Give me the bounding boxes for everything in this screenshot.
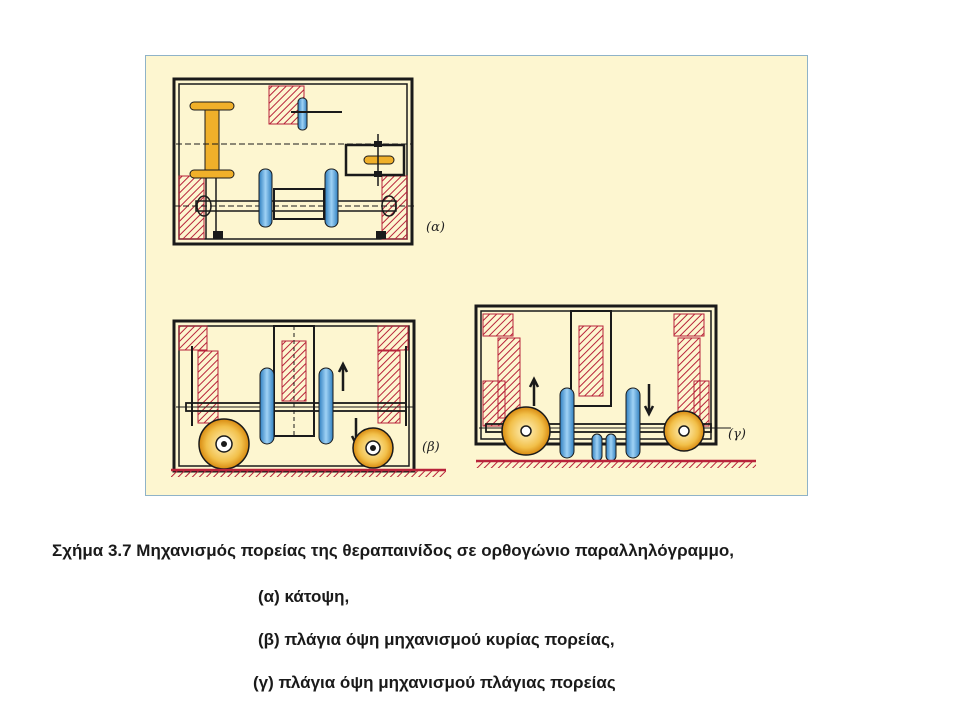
label-beta: (β) bbox=[422, 440, 440, 455]
figure-caption-line-a: (α) κάτοψη, bbox=[258, 587, 350, 606]
drum bbox=[204, 107, 220, 173]
side-view-cross: (γ) bbox=[474, 304, 756, 468]
figure-caption-line-b: (β) πλάγια όψη μηχανισμού κυρίας πορείας… bbox=[258, 630, 615, 649]
figure-caption-line-c: (γ) πλάγια όψη μηχανισμού πλάγιας πορεία… bbox=[253, 673, 616, 692]
cross-blue-wheel-left bbox=[559, 387, 575, 459]
cross-blue-wheel-right bbox=[625, 387, 641, 459]
label-alpha: (α) bbox=[426, 220, 445, 235]
label-gamma: (γ) bbox=[728, 427, 746, 442]
main-blue-wheel-right bbox=[318, 367, 334, 445]
top-blue-wheel-right bbox=[324, 168, 339, 228]
side-view-main: (β) bbox=[171, 319, 446, 477]
figure-caption-title: Σχήμα 3.7 Μηχανισμός πορείας της θεραπαι… bbox=[52, 541, 735, 560]
top-view-frame bbox=[172, 77, 414, 246]
mechanism-figure: (α) bbox=[145, 55, 808, 496]
top-blue-wheel-left bbox=[258, 168, 273, 228]
main-blue-wheel-left bbox=[259, 367, 275, 445]
mechanism-drawing: (α) bbox=[171, 77, 756, 477]
top-view: (α) bbox=[172, 77, 445, 246]
